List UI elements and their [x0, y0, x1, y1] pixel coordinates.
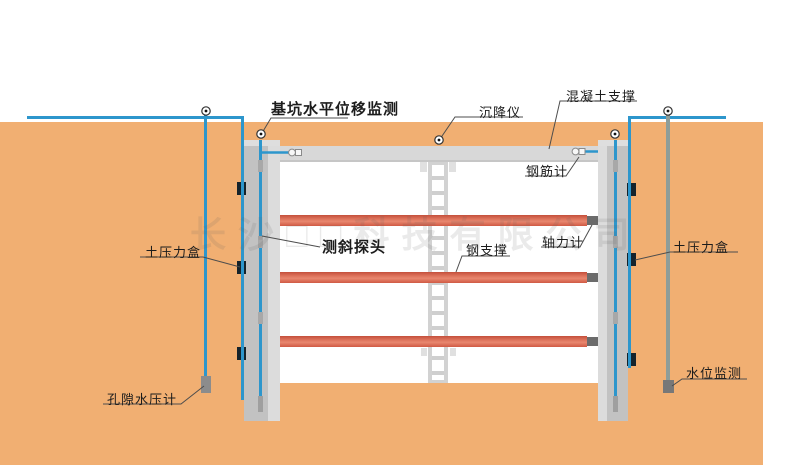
pore-pressure-sensor [201, 376, 211, 393]
wall-cap-left [244, 140, 280, 146]
concrete-support-beam [280, 146, 598, 162]
inclinometer-tube-right-tip [613, 396, 618, 412]
axial-force-meter-3 [587, 337, 598, 346]
steel-strut-2 [280, 272, 587, 283]
wall-outer-cable-left [241, 117, 244, 400]
label-pit-horizontal-displacement: 基坑水平位移监测 [271, 101, 400, 118]
retaining-wall-left [244, 140, 280, 421]
earth-pressure-cell-right-3 [627, 353, 636, 366]
inclinometer-tube-left [259, 140, 262, 398]
lattice-bracket-top-right [449, 162, 456, 172]
lattice-bracket-lower-left [421, 348, 427, 356]
steel-strut-1 [280, 215, 587, 226]
axial-force-meter-2 [587, 273, 598, 282]
inclinometer-coupling [258, 312, 263, 324]
label-earth-pressure-right: 土压力盒 [673, 240, 730, 255]
water-level-standpipe [666, 112, 670, 382]
inclinometer-coupling [258, 160, 263, 172]
inclinometer-tube-right [614, 140, 617, 398]
inclinometer-coupling [613, 236, 618, 248]
retaining-wall-left-lining [268, 140, 280, 421]
lattice-bracket-lower-right [450, 348, 456, 356]
pore-pressure-standpipe [204, 112, 207, 378]
label-axial-force-meter: 轴力计 [542, 235, 585, 250]
label-settlement-gauge: 沉降仪 [479, 105, 522, 120]
retaining-wall-right [598, 140, 628, 421]
datum-cable-left [27, 116, 244, 119]
inclinometer-coupling [613, 312, 618, 324]
retaining-wall-right-lining [598, 140, 607, 421]
water-level-sensor [663, 380, 674, 393]
label-rebar-meter: 钢筋计 [526, 164, 569, 179]
inclinometer-tube-left-tip [258, 396, 263, 412]
label-earth-pressure-left: 土压力盒 [145, 245, 202, 260]
wall-outer-cable-right [628, 117, 631, 368]
steel-strut-3 [280, 336, 587, 347]
watermark-text: 长沙□□科技有限公司 [190, 214, 642, 255]
label-water-level: 水位监测 [686, 366, 743, 381]
axial-force-meter-1 [587, 216, 598, 225]
datum-cable-right [628, 116, 726, 119]
label-steel-support: 钢支撑 [466, 243, 509, 258]
earth-pressure-cell-right-2 [627, 253, 636, 266]
wall-cap-right [598, 140, 628, 146]
label-pore-water-pressure: 孔隙水压计 [107, 392, 178, 407]
earth-pressure-cell-right-1 [627, 183, 636, 196]
inclinometer-coupling [613, 160, 618, 172]
inclinometer-coupling [258, 236, 263, 248]
label-inclinometer-probe: 测斜探头 [322, 239, 387, 256]
label-concrete-support: 混凝土支撑 [566, 89, 637, 104]
lattice-bracket-top-left [420, 162, 427, 172]
